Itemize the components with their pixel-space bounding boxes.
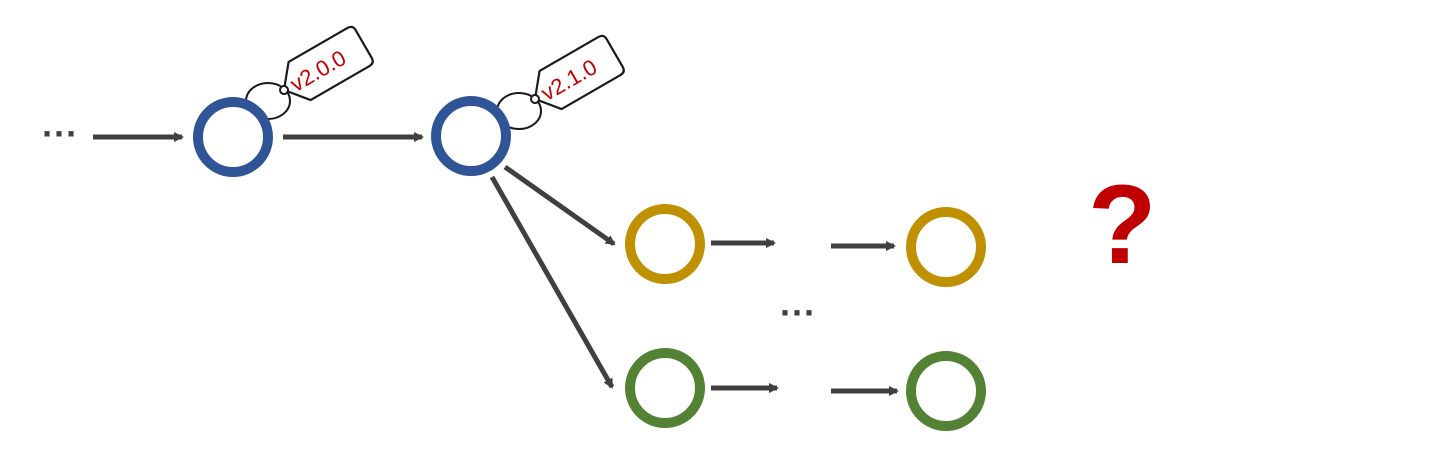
tag-v2-1-0: v2.1.0 [496, 34, 625, 130]
commit-node-branch-b-1 [625, 348, 705, 428]
tag-hole-icon [530, 94, 540, 104]
tag-v2-0-0: v2.0.0 [245, 25, 374, 120]
tag-hole-icon [279, 85, 289, 95]
question-mark: ? [1088, 162, 1156, 287]
tag-label-shape [533, 34, 625, 111]
arrows [93, 132, 899, 396]
commit-node-main-1 [193, 97, 273, 177]
commit-node-branch-a-2 [906, 207, 986, 287]
commit-node-branch-b-2 [906, 351, 986, 431]
commit-node-branch-a-1 [625, 204, 705, 284]
leading-ellipsis: ··· [42, 113, 78, 154]
arrow-commit-2-to-branch-b [489, 175, 615, 389]
arrow-commit-2-to-branch-a [503, 164, 616, 247]
tag-label-shape [282, 25, 374, 102]
middle-ellipsis: ··· [780, 292, 816, 333]
commit-node-main-2 [431, 96, 511, 176]
